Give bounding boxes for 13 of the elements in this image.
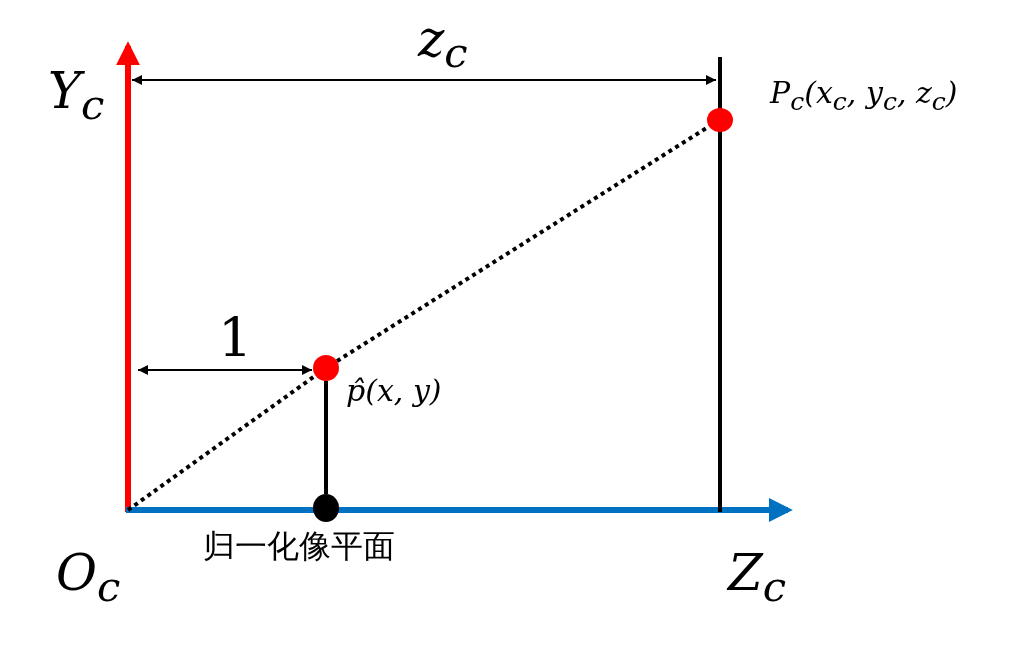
point-marker [707,108,733,132]
dimension-label: z$_{c}$ [418,14,468,74]
dimension-label: 1 [218,312,253,366]
point-label: 归一化像平面 [203,530,395,562]
point-marker [313,494,339,522]
projection-line [126,373,317,512]
point-label: P$_{c}$(x$_{c}$, y$_{c}$, z$_{c}$) [770,78,958,114]
axis-label: Z$_{c}$ [728,548,787,608]
connector-line [324,381,328,494]
origin-label: O$_{c}$ [56,548,121,608]
axis-label: Y$_{c}$ [48,66,105,126]
point-marker [313,355,339,381]
point-label: p̂(x, y) [346,376,442,406]
